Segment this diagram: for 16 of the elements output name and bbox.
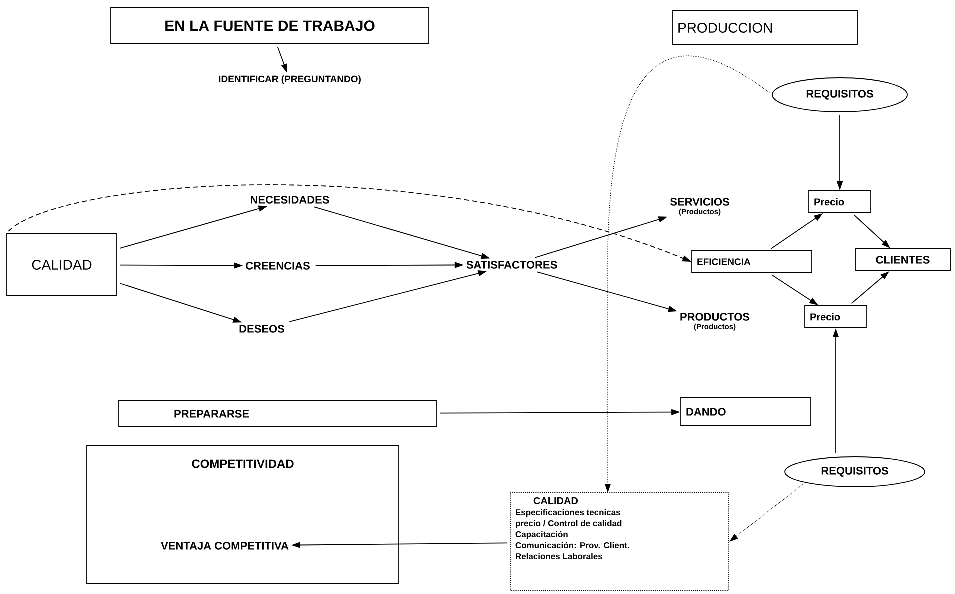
label-box: EFICIENCIA bbox=[692, 250, 812, 274]
node-label: NECESIDADES bbox=[251, 196, 330, 204]
node-label: IDENTIFICAR (PREGUNTANDO) bbox=[219, 76, 361, 84]
label-box: CLIENTES bbox=[855, 248, 951, 272]
node-label: DESEOS bbox=[240, 325, 284, 333]
label-box: EN LA FUENTE DE TRABAJO bbox=[110, 8, 430, 44]
label-box: Precio bbox=[808, 190, 872, 214]
node-label: SATISFACTORES bbox=[466, 261, 558, 269]
node-label: CREENCIAS bbox=[246, 262, 310, 270]
node-label: VENTAJA COMPETITIVA bbox=[161, 542, 289, 550]
label-box: Precio bbox=[804, 306, 868, 328]
label-box: PREPARARSE bbox=[118, 400, 438, 428]
label-box: CALIDAD bbox=[6, 234, 118, 296]
label-box: PRODUCCION bbox=[672, 10, 858, 46]
quality-box: CALIDAD Especificaciones tecnicas precio / Control de calidad Capacitación Comunicación: Prov. Client. Relaciones Laborales bbox=[510, 492, 730, 592]
label-box: DANDO bbox=[680, 398, 812, 426]
